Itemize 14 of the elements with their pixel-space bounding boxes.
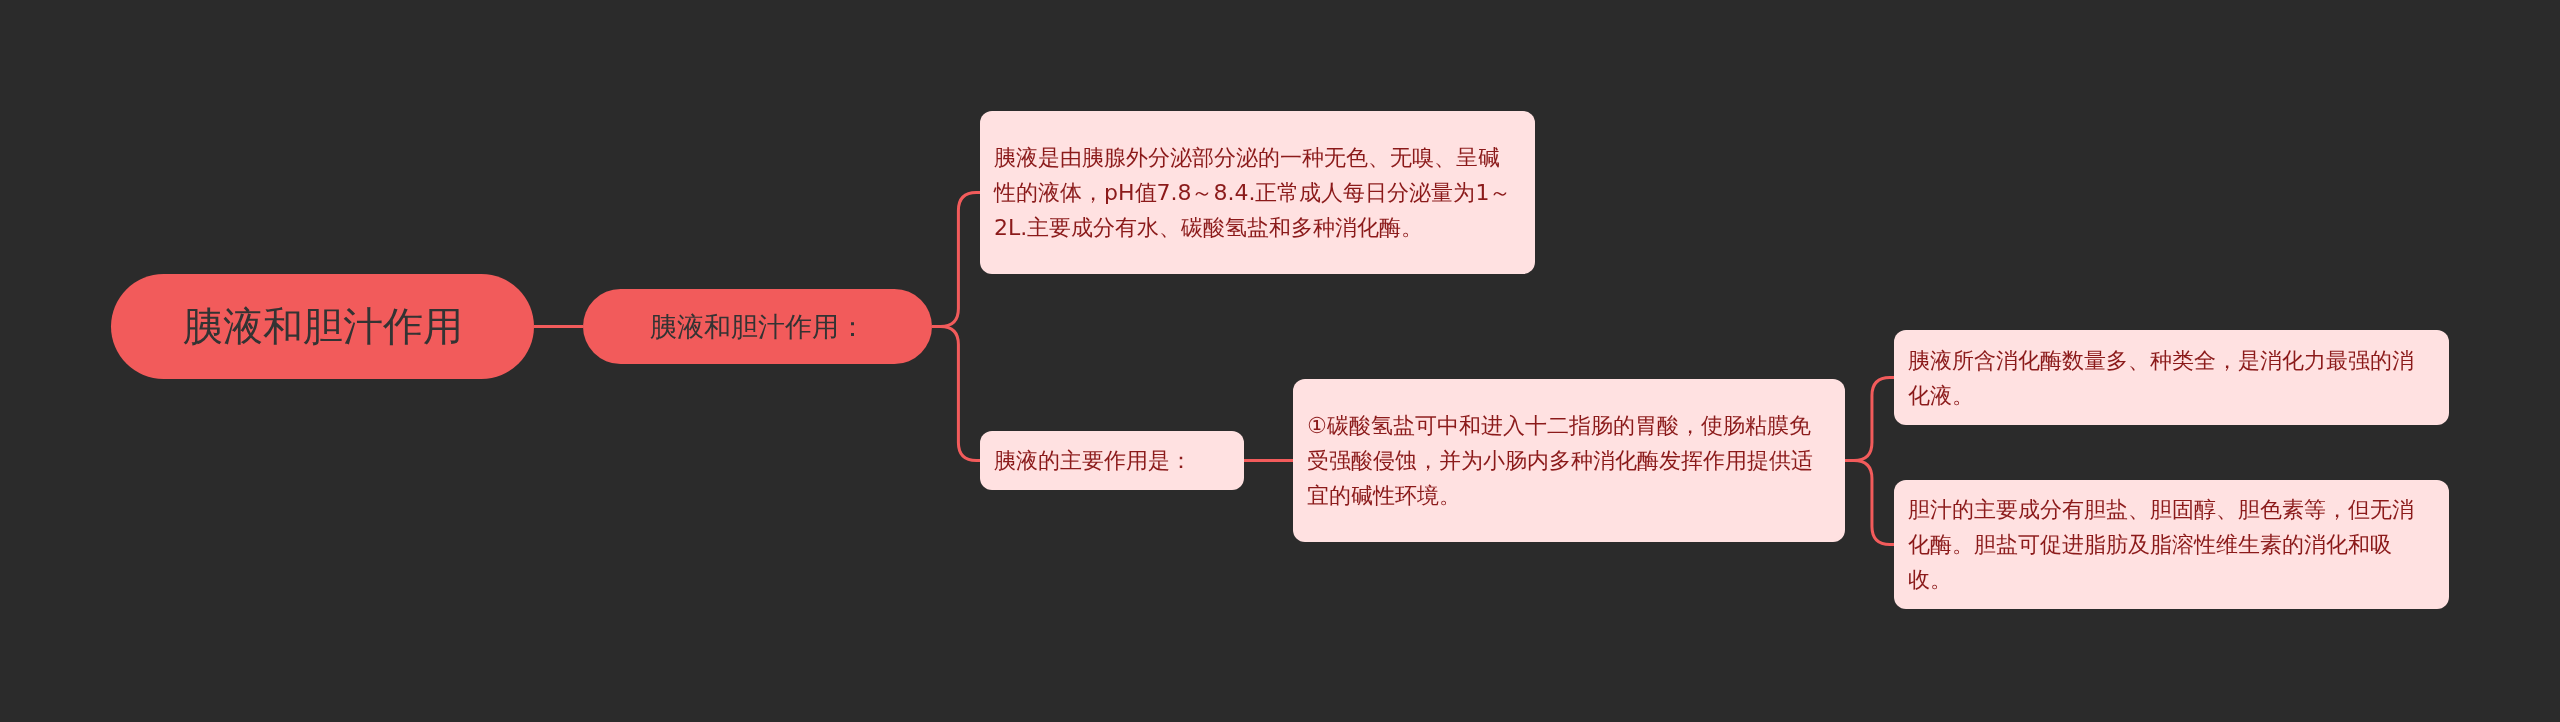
topic-text: 胰液是由胰腺外分泌部分泌的一种无色、无嗅、呈碱性的液体，pH值7.8～8.4.正常成人每日分泌量为1～2L.主要成分有水、碳酸氢盐和多种消化酶。 [994, 144, 1513, 242]
topic-box [1894, 330, 2449, 425]
topic-text: 胰液和胆汁作用： [649, 309, 866, 344]
topic-text: 胰液和胆汁作用 [182, 302, 463, 351]
connector-line [1244, 459, 1293, 462]
topic-text: 胰液的主要作用是： [994, 447, 1192, 475]
topic-box [980, 111, 1535, 274]
connector-line [534, 325, 583, 328]
topic-box [1293, 379, 1845, 542]
topic-text: ①碳酸氢盐可中和进入十二指肠的胃酸，使肠粘膜免受强酸侵蚀，并为小肠内多种消化酶发挥作用提供适宜的碱性环境。 [1307, 412, 1814, 510]
topic-box [1894, 480, 2449, 609]
topic-text: 胰液所含消化酶数量多、种类全，是消化力最强的消化液。 [1908, 346, 2415, 410]
topic-text: 胆汁的主要成分有胆盐、胆固醇、胆色素等，但无消化酶。胆盐可促进脂肪及脂溶性维生素的消化和吸收。 [1908, 496, 2415, 594]
topic-box [980, 431, 1244, 490]
